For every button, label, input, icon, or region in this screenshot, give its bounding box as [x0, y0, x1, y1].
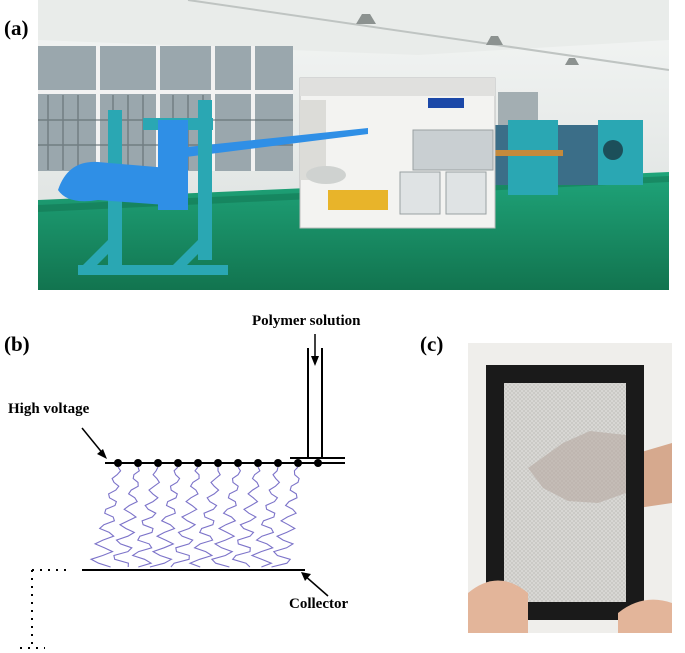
- nozzle-dot: [154, 459, 162, 467]
- electrospinning-production-line-photo: [38, 0, 669, 290]
- electrospinning-schematic: [20, 334, 345, 649]
- fiber-jet: [149, 466, 181, 568]
- panel-label-c: (c): [420, 332, 444, 356]
- fiber-jet: [210, 466, 242, 568]
- fiber-jet: [231, 466, 261, 568]
- fiber-jet: [89, 466, 122, 568]
- fiber-jet: [250, 466, 281, 568]
- high-voltage-label: High voltage: [8, 401, 90, 417]
- nozzle-dot: [314, 459, 322, 467]
- nozzle-dot: [254, 459, 262, 467]
- fiber-jet: [188, 467, 221, 568]
- fiber-jet: [170, 466, 200, 568]
- panel-label-a: (a): [4, 16, 29, 40]
- nozzle-dot: [234, 459, 242, 467]
- nozzle-dot: [214, 459, 222, 467]
- nozzle-dot: [294, 459, 302, 467]
- nozzle-dot: [174, 459, 182, 467]
- nozzle-dot: [134, 459, 142, 467]
- panel-label-b: (b): [4, 332, 30, 356]
- nozzle-dot: [194, 459, 202, 467]
- fiber-jet: [131, 466, 161, 568]
- fiber-jet: [113, 466, 140, 568]
- nozzle-dot: [114, 459, 122, 467]
- collector-label: Collector: [289, 596, 349, 612]
- nozzle-dot: [274, 459, 282, 467]
- membrane-frame-photo: [468, 343, 672, 633]
- fiber-jet: [271, 466, 300, 568]
- polymer-solution-label: Polymer solution: [252, 313, 361, 329]
